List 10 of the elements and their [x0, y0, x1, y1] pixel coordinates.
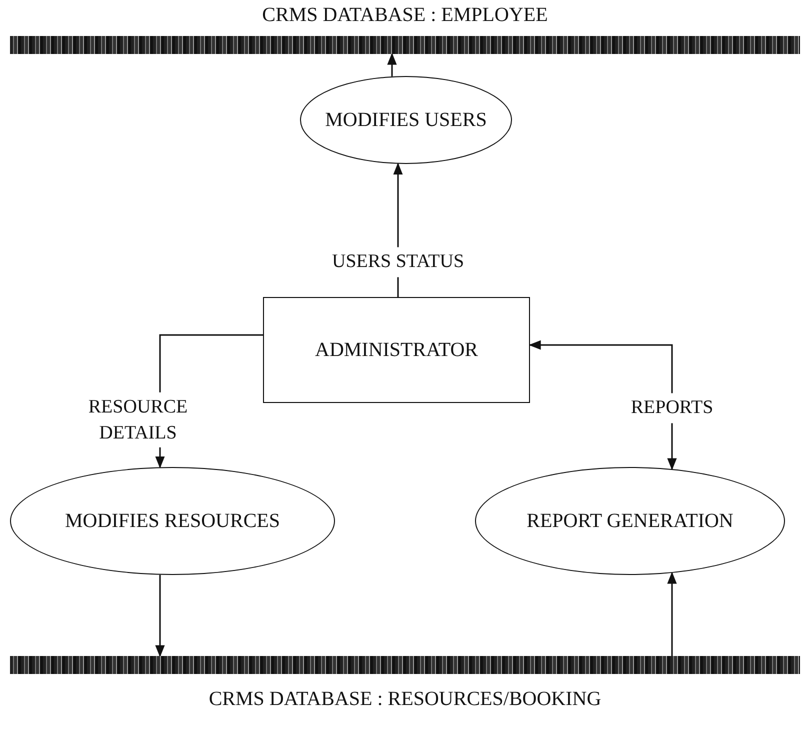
- data-store-title: CRMS DATABASE : RESOURCES/BOOKING: [208, 688, 602, 711]
- arrow: [155, 574, 165, 658]
- process-ellipse: REPORT GENERATION: [475, 467, 785, 575]
- entity-box: ADMINISTRATOR: [263, 297, 530, 403]
- arrow: [387, 52, 397, 76]
- arrow: [528, 340, 677, 470]
- process-ellipse: MODIFIES USERS: [300, 76, 512, 164]
- data-store-title: CRMS DATABASE : EMPLOYEE: [261, 4, 549, 27]
- process-ellipse: MODIFIES RESOURCES: [10, 467, 335, 575]
- arrow: [667, 572, 677, 656]
